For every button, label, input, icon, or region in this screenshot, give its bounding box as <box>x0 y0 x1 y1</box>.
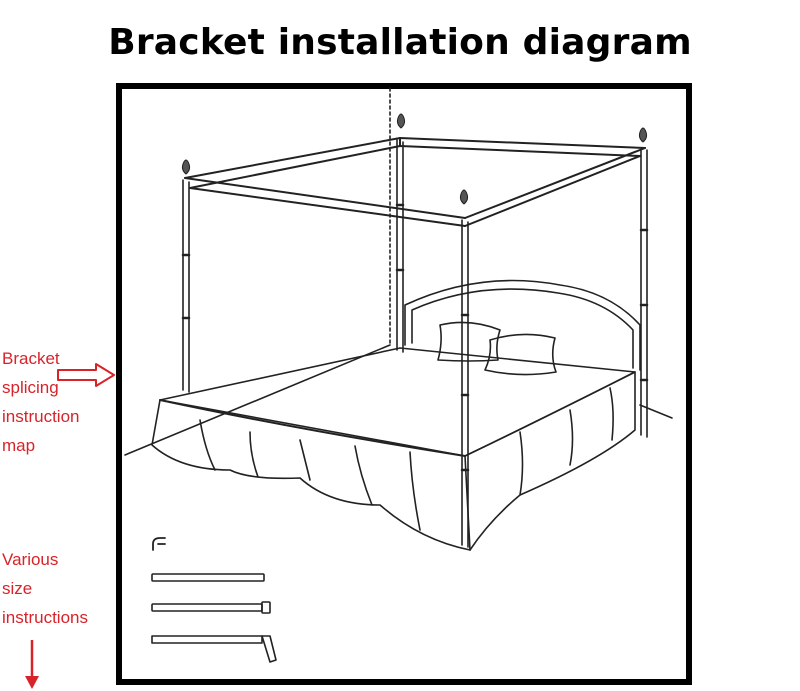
splicing-label-line-3: instruction <box>2 407 80 426</box>
splicing-instruction-label: Bracket splicing instruction map <box>2 344 112 460</box>
pillows <box>437 321 557 376</box>
rod-piece-joint <box>151 601 271 614</box>
hook-connector-icon <box>152 537 166 551</box>
size-label-line-3: instructions <box>2 608 88 627</box>
bed-skirt <box>151 371 636 551</box>
room-corner-lines <box>124 87 673 456</box>
headboard <box>404 279 641 371</box>
hollow-right-arrow-icon <box>57 363 115 387</box>
splicing-label-line-4: map <box>2 436 36 455</box>
post-finials <box>181 113 648 205</box>
splicing-label-line-1: Bracket <box>2 349 60 368</box>
down-arrow-icon <box>25 640 39 689</box>
post-splice-marks <box>181 203 649 472</box>
canopy-top-frame <box>184 137 646 227</box>
size-instruction-label: Various size instructions <box>2 545 112 632</box>
rod-piece-plain <box>151 573 265 582</box>
mattress-top <box>159 347 636 457</box>
bed-posts <box>182 139 648 548</box>
size-label-line-1: Various <box>2 550 59 569</box>
splicing-label-line-2: splicing <box>2 378 59 397</box>
rod-piece-elbow <box>151 635 277 663</box>
size-label-line-2: size <box>2 579 33 598</box>
diagram-title: Bracket installation diagram <box>108 22 692 63</box>
